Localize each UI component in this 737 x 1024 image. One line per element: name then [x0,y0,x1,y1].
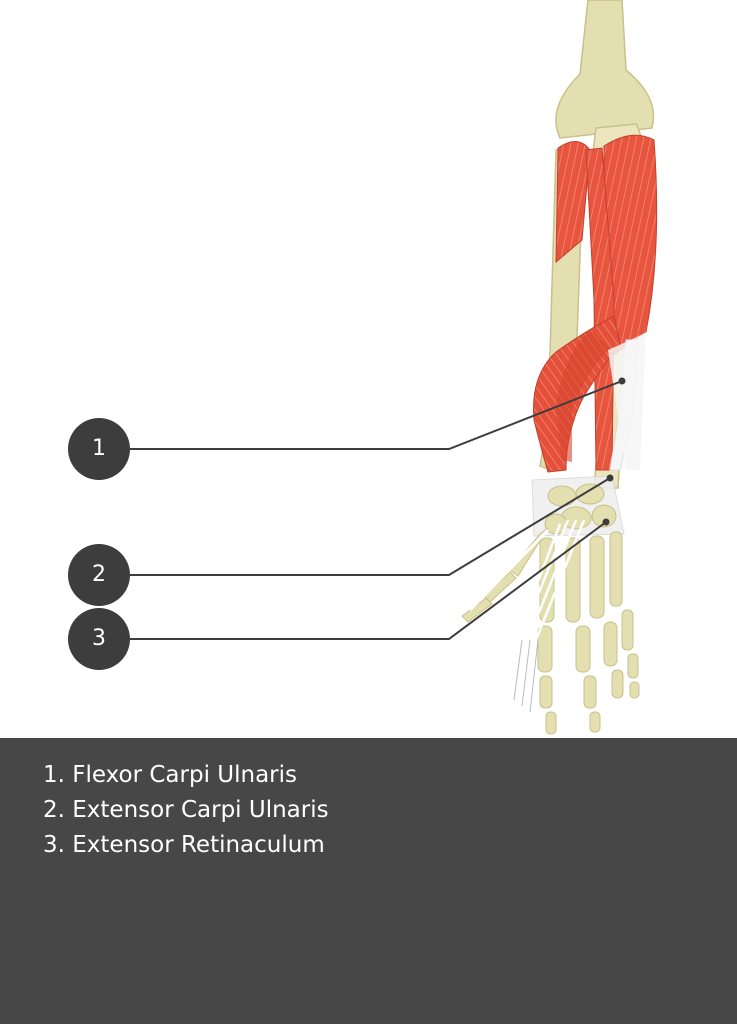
leader-lines [130,380,623,640]
leader-endpoint-2 [606,474,614,482]
anatomy-figure: 1 2 3 [68,0,658,735]
legend-item-1: 1. Flexor Carpi Ulnaris [43,762,297,788]
marker-1: 1 [68,418,130,480]
legend-item-3: 3. Extensor Retinaculum [43,832,325,858]
leader-line-1 [130,380,623,450]
legend-item-2: 2. Extensor Carpi Ulnaris [43,797,329,823]
leader-endpoints [602,377,626,526]
humerus-bone [555,0,655,139]
thumb-bones [461,527,550,623]
leader-endpoint-3 [602,518,610,526]
marker-3: 3 [68,608,130,670]
leader-line-3 [130,521,607,640]
legend-list: 1. Flexor Carpi Ulnaris 2. Extensor Carp… [43,758,353,863]
leader-endpoint-1 [618,377,626,385]
marker-2: 2 [68,544,130,606]
extensor-tendons [502,519,586,717]
forearm-illustration [130,0,658,735]
leader-line-2 [130,477,611,576]
tendon-outline [513,639,539,713]
legend-panel: 1. Flexor Carpi Ulnaris 2. Extensor Carp… [0,738,737,1024]
forearm-muscles [532,134,658,473]
